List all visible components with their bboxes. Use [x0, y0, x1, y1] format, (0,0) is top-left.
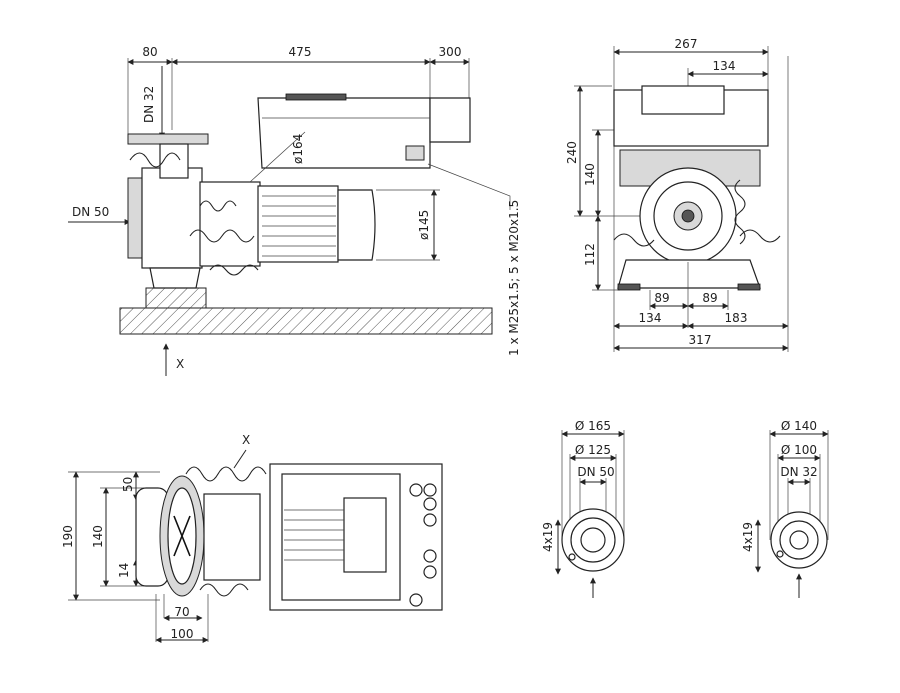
dim-89-right: 89 [702, 291, 717, 305]
motor-fins-top [284, 509, 344, 561]
flange50-dn: DN 50 [577, 465, 614, 479]
axis-x-side: X [176, 357, 184, 371]
dim-100: 100 [171, 627, 194, 641]
flange32-dn: DN 32 [780, 465, 817, 479]
dim-112: 112 [583, 243, 597, 266]
dim-89-left: 89 [654, 291, 669, 305]
dim-140-front: 140 [583, 163, 597, 186]
dim-14: 14 [117, 563, 131, 578]
dim-134-bottom: 134 [639, 311, 662, 325]
flange-dn50: Ø 165 Ø 125 DN 50 4x19 [541, 419, 625, 598]
dim-190: 190 [61, 525, 75, 548]
floor-hatch [119, 307, 493, 335]
dim-267: 267 [675, 37, 698, 51]
cable-glands-top [409, 483, 437, 607]
dim-475: 475 [289, 45, 312, 59]
flange32-d140: Ø 140 [781, 419, 817, 433]
dim-240: 240 [565, 141, 579, 164]
dn32-label: DN 32 [142, 86, 156, 123]
dim-dia164: ø164 [291, 134, 305, 164]
side-view: 80 475 300 DN 32 DN 50 [68, 45, 521, 376]
dim-dia145: ø145 [417, 210, 431, 240]
dim-70: 70 [174, 605, 189, 619]
dim-80: 80 [142, 45, 157, 59]
flange50-d125: Ø 125 [575, 443, 611, 457]
dim-50: 50 [121, 477, 135, 492]
flange50-holes: 4x19 [541, 522, 555, 552]
motor-fins [262, 195, 336, 257]
dim-300: 300 [439, 45, 462, 59]
flange50-d165: Ø 165 [575, 419, 611, 433]
dim-317: 317 [689, 333, 712, 347]
dim-140-top: 140 [91, 525, 105, 548]
front-view: 267 134 240 140 112 89 [565, 37, 789, 352]
axis-x-top: X [242, 433, 250, 447]
top-view: X 190 140 50 14 70 100 [61, 433, 443, 643]
flange-dn32: Ø 140 Ø 100 DN 32 4x19 [741, 419, 829, 598]
dim-134-top: 134 [713, 59, 736, 73]
dn50-label: DN 50 [72, 205, 109, 219]
dim-183: 183 [725, 311, 748, 325]
flange32-d100: Ø 100 [781, 443, 817, 457]
cable-glands-label: 1 x M25x1.5; 5 x M20x1.5 [507, 200, 521, 356]
flange32-holes: 4x19 [741, 522, 755, 552]
